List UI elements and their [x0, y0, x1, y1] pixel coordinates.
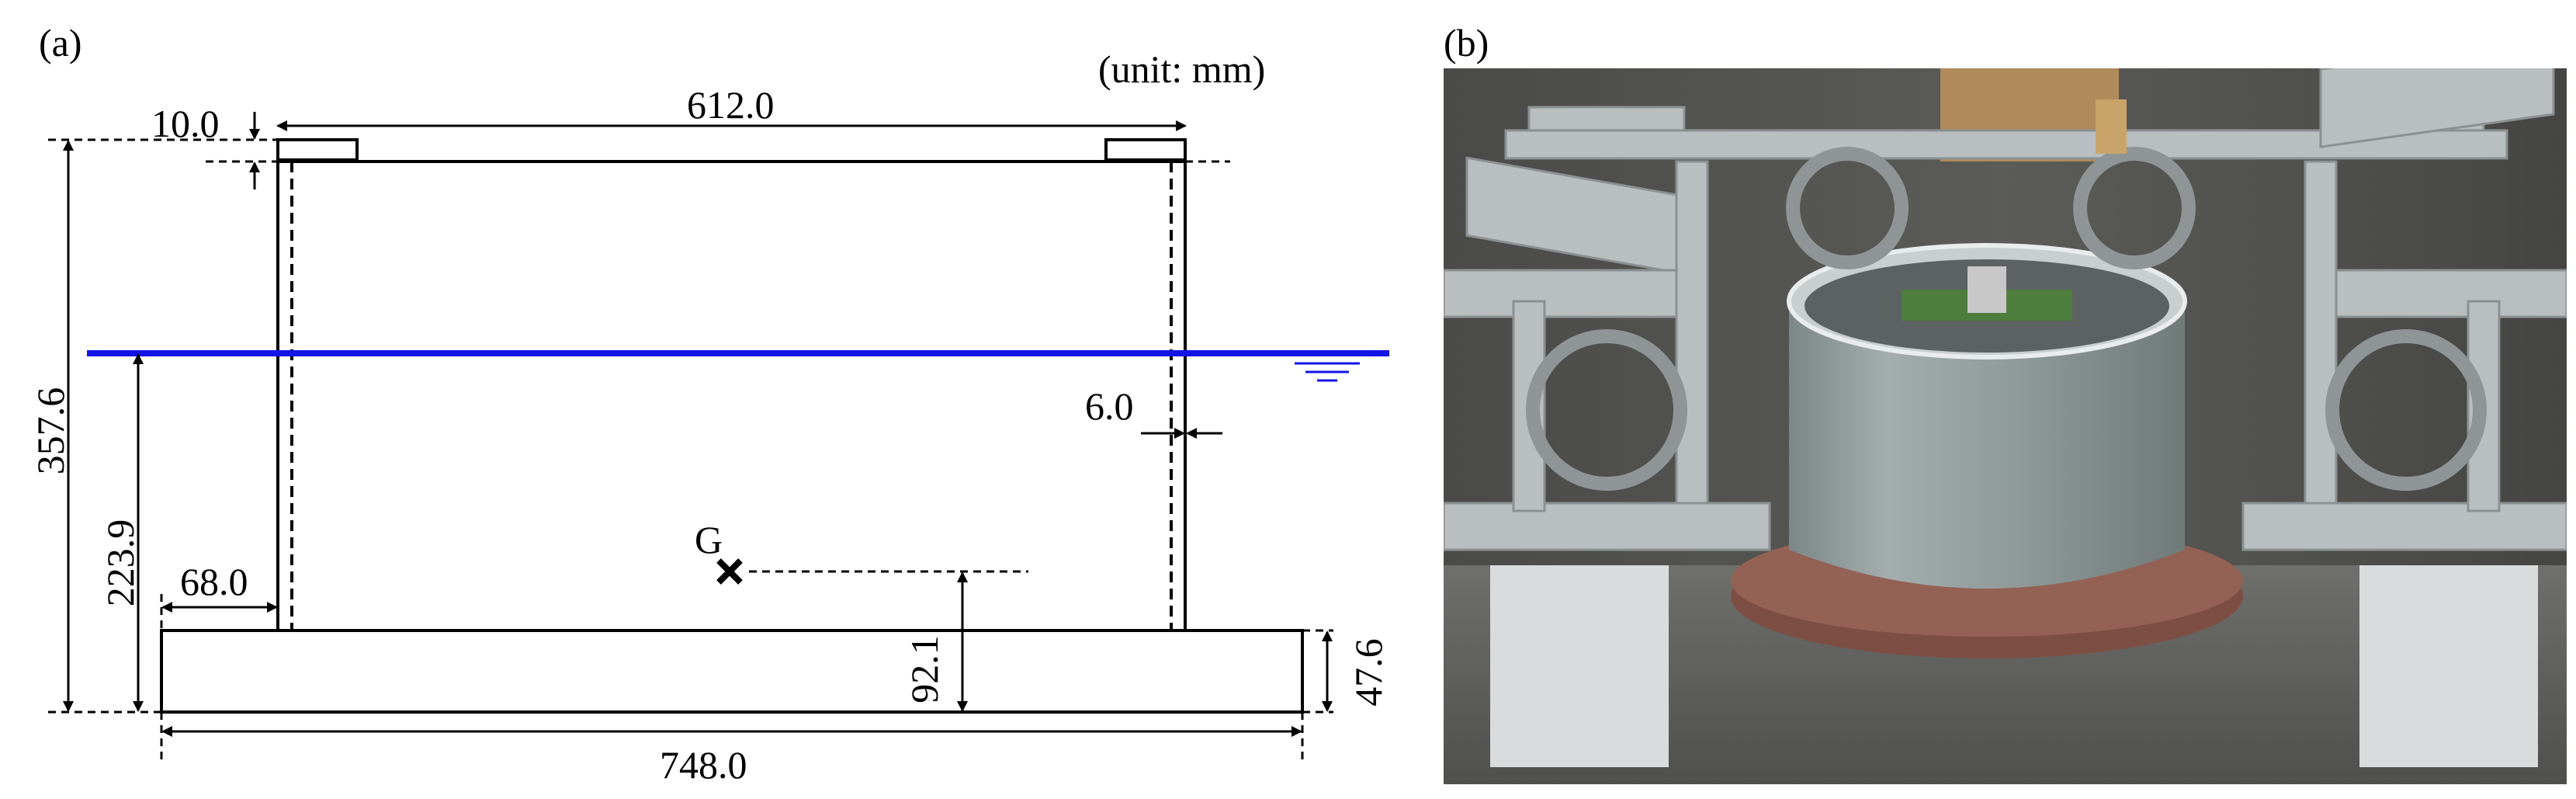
- cog-marker: [716, 558, 743, 585]
- photo-frame-cutouts: [1526, 147, 2487, 491]
- photo-cylinder: [1789, 301, 2185, 589]
- panel-a-schematic: (a) (unit: mm) 612.0: [29, 21, 1390, 787]
- photo-sensor: [1968, 266, 2006, 313]
- left-lip: [276, 138, 359, 162]
- dim-top-width-label: 612.0: [687, 83, 775, 127]
- dim-draft-label: 223.9: [99, 519, 142, 607]
- panel-b-label: (b): [1444, 21, 1489, 64]
- dim-flange-label: 68.0: [180, 560, 248, 603]
- panel-a-label: (a): [39, 21, 82, 64]
- photo-wood-block: [2096, 99, 2127, 154]
- right-lip: [1104, 138, 1187, 162]
- panel-b-photo: (b): [1444, 21, 2567, 784]
- dim-wall-label: 6.0: [1085, 384, 1134, 428]
- dim-base-width-label: 748.0: [660, 743, 747, 787]
- dim-total-height-label: 357.6: [29, 387, 72, 475]
- dim-lip-label: 10.0: [151, 102, 220, 145]
- water-level-symbol: [1295, 362, 1360, 382]
- base-plate: [160, 629, 1304, 714]
- photo-frame: [1444, 68, 2567, 784]
- photo-support-left: [1490, 565, 1669, 767]
- dim-cog-height-label: 92.1: [903, 635, 946, 703]
- cog-label: G: [695, 518, 723, 561]
- photo-support-right: [2359, 565, 2538, 767]
- dim-base-height-label: 47.6: [1347, 638, 1390, 707]
- unit-note: (unit: mm): [1098, 47, 1265, 91]
